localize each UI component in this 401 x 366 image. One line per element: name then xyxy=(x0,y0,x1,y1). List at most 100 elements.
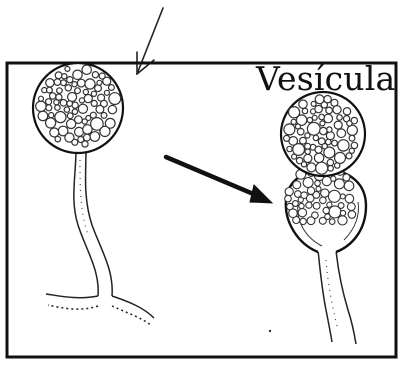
spore xyxy=(55,72,62,79)
sporangium-left xyxy=(33,63,123,153)
spore xyxy=(326,107,333,114)
spore xyxy=(96,105,104,113)
spore xyxy=(300,137,307,144)
spore xyxy=(298,209,306,217)
spore xyxy=(299,100,307,108)
spore xyxy=(347,125,357,135)
spore xyxy=(320,197,327,204)
spore xyxy=(109,85,115,91)
spore xyxy=(322,144,327,149)
spore xyxy=(345,194,354,203)
spore xyxy=(302,108,307,113)
spore xyxy=(338,140,349,151)
spore xyxy=(327,159,333,165)
spore xyxy=(312,115,317,120)
spore xyxy=(331,176,336,181)
spore xyxy=(347,121,352,126)
spore xyxy=(285,188,293,196)
spore xyxy=(67,101,73,107)
spore xyxy=(68,93,77,102)
spore xyxy=(335,152,346,163)
spore xyxy=(337,129,346,138)
spore xyxy=(73,70,82,79)
spore xyxy=(46,99,52,105)
spore xyxy=(65,66,70,71)
spore xyxy=(91,91,96,96)
spore xyxy=(338,203,344,209)
spore xyxy=(343,174,350,181)
spore xyxy=(328,166,334,172)
sporangium-right xyxy=(281,92,365,176)
spore xyxy=(47,87,53,93)
spore xyxy=(289,209,298,218)
spore xyxy=(337,115,343,121)
spore xyxy=(347,203,355,211)
spore xyxy=(90,132,100,142)
spore xyxy=(328,190,340,202)
spore xyxy=(343,108,350,115)
spore xyxy=(307,217,315,225)
spore xyxy=(320,121,325,126)
spore xyxy=(101,113,107,119)
spore xyxy=(344,181,354,191)
spore xyxy=(65,85,71,91)
spore xyxy=(296,124,301,129)
spore xyxy=(97,80,102,85)
spore xyxy=(39,96,44,101)
vesicle-label: Vesícula xyxy=(256,62,395,95)
spore xyxy=(91,100,97,106)
spore xyxy=(305,143,311,149)
spore xyxy=(75,88,81,94)
spore xyxy=(67,113,73,119)
spore xyxy=(84,134,91,141)
spore xyxy=(62,74,67,79)
spore xyxy=(287,146,292,151)
spore xyxy=(55,136,61,142)
spore xyxy=(300,218,306,224)
spore xyxy=(284,135,290,141)
spore xyxy=(306,202,312,208)
spore xyxy=(72,109,77,114)
spore xyxy=(75,116,83,124)
spore xyxy=(77,79,85,87)
spore xyxy=(340,210,345,215)
sporangiophore-left xyxy=(46,150,154,326)
spore xyxy=(307,187,314,194)
spore xyxy=(315,146,322,153)
spore xyxy=(324,114,333,123)
spore xyxy=(60,100,67,107)
spore xyxy=(109,93,121,105)
spore xyxy=(340,194,345,199)
spore xyxy=(82,119,87,124)
spore xyxy=(335,163,340,168)
spore xyxy=(49,113,54,118)
spore xyxy=(72,139,78,145)
sporangiophore-right xyxy=(318,250,356,344)
spore xyxy=(323,207,329,213)
spore xyxy=(82,65,91,74)
spore xyxy=(90,112,96,118)
spore xyxy=(36,101,46,111)
spore xyxy=(55,112,66,123)
spore xyxy=(305,149,310,154)
spore xyxy=(104,90,109,95)
spore xyxy=(326,132,334,140)
ink-speck xyxy=(269,330,271,332)
spore xyxy=(92,72,98,78)
spore xyxy=(303,178,313,188)
spore xyxy=(311,101,316,106)
spore xyxy=(314,153,323,162)
spore xyxy=(95,85,102,92)
spore xyxy=(64,107,69,112)
spore xyxy=(292,154,297,159)
spore xyxy=(322,177,331,186)
spore xyxy=(285,195,292,202)
spore xyxy=(50,93,56,99)
spore xyxy=(327,202,332,207)
spore xyxy=(72,82,77,87)
spore xyxy=(291,119,296,124)
spore xyxy=(295,191,302,198)
spore xyxy=(108,105,116,113)
